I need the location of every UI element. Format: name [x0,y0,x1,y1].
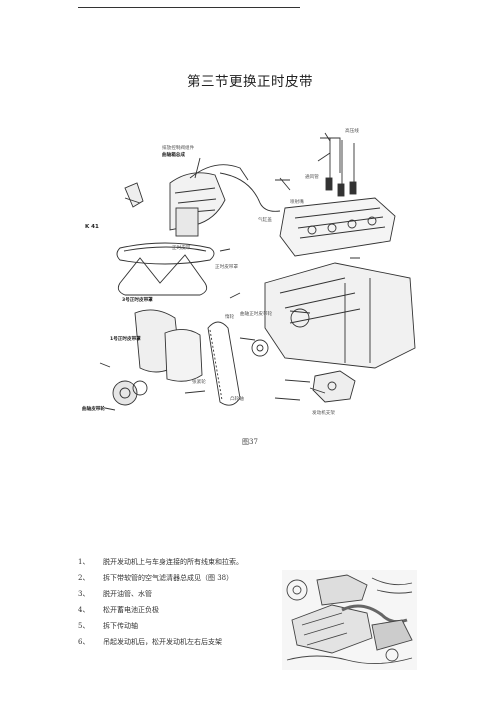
step-number: 2、 [78,574,90,582]
label-tensioner: 张紧轮 [192,378,206,385]
step-text: 松开蓄电池正负极 [103,606,159,614]
label-cylinder-head: 气缸盖 [258,216,272,223]
label-timing-belt: 正时皮带 [172,244,191,251]
figure-caption: 图37 [242,438,258,446]
step-text: 脱开油管、水管 [103,590,152,598]
label-idler: 惰轮 [225,313,235,320]
procedure-steps: 1、 脱开发动机上与车身连接的所有线束和拉索。 2、 拆下带软管的空气滤清器总成见（… [78,554,308,650]
page-title: 第三节更换正时皮带 [187,74,313,90]
label-no3-cover: 3号正时皮带罩 [122,296,153,303]
label-camshaft: 凸轮轴 [230,395,244,402]
step-text: 吊起发动机后，松开发动机左右后支架 [103,638,222,646]
engine-exploded-diagram: 排放控制阀组件 曲轴箱总成 高压线 通风管 喷射嘴 气缸盖 K 41 正时皮带 … [82,127,416,416]
step-item: 4、 松开蓄电池正负极 [78,602,308,618]
step-text: 脱开发动机上与车身连接的所有线束和拉索。 [103,558,243,566]
label-crank-pulley: 曲轴皮带轮 [82,405,105,412]
label-pcv-valve: 排放控制阀组件 [162,144,195,151]
step-number: 6、 [78,638,90,646]
label-injector: 喷射嘴 [290,198,304,205]
label-crankcase: 曲轴箱总成 [162,151,185,158]
step-text: 拆下传动轴 [103,622,138,630]
label-engine-mount: 发动机支架 [312,409,335,416]
step-number: 3、 [78,590,90,598]
header-rule [78,7,300,8]
step-number: 4、 [78,606,90,614]
label-k41: K 41 [85,224,99,230]
step-item: 5、 拆下传动轴 [78,618,308,634]
label-crank-timing-pulley: 曲轴正时皮带轮 [240,310,273,317]
step-item: 3、 脱开油管、水管 [78,586,308,602]
step-item: 1、 脱开发动机上与车身连接的所有线束和拉索。 [78,554,308,570]
step-text: 拆下带软管的空气滤清器总成见（图 38） [103,574,234,582]
step-item: 2、 拆下带软管的空气滤清器总成见（图 38） [78,570,308,586]
step-number: 5、 [78,622,90,630]
label-vent-hose: 通风管 [305,173,319,180]
step-item: 6、 吊起发动机后，松开发动机左右后支架 [78,634,308,650]
engine-bay-photo [282,570,417,670]
label-hv-wire: 高压线 [345,127,359,134]
step-number: 1、 [78,558,90,566]
label-timing-cover: 正时皮带罩 [215,263,238,270]
label-no1-cover: 1号正时皮带罩 [110,335,141,342]
